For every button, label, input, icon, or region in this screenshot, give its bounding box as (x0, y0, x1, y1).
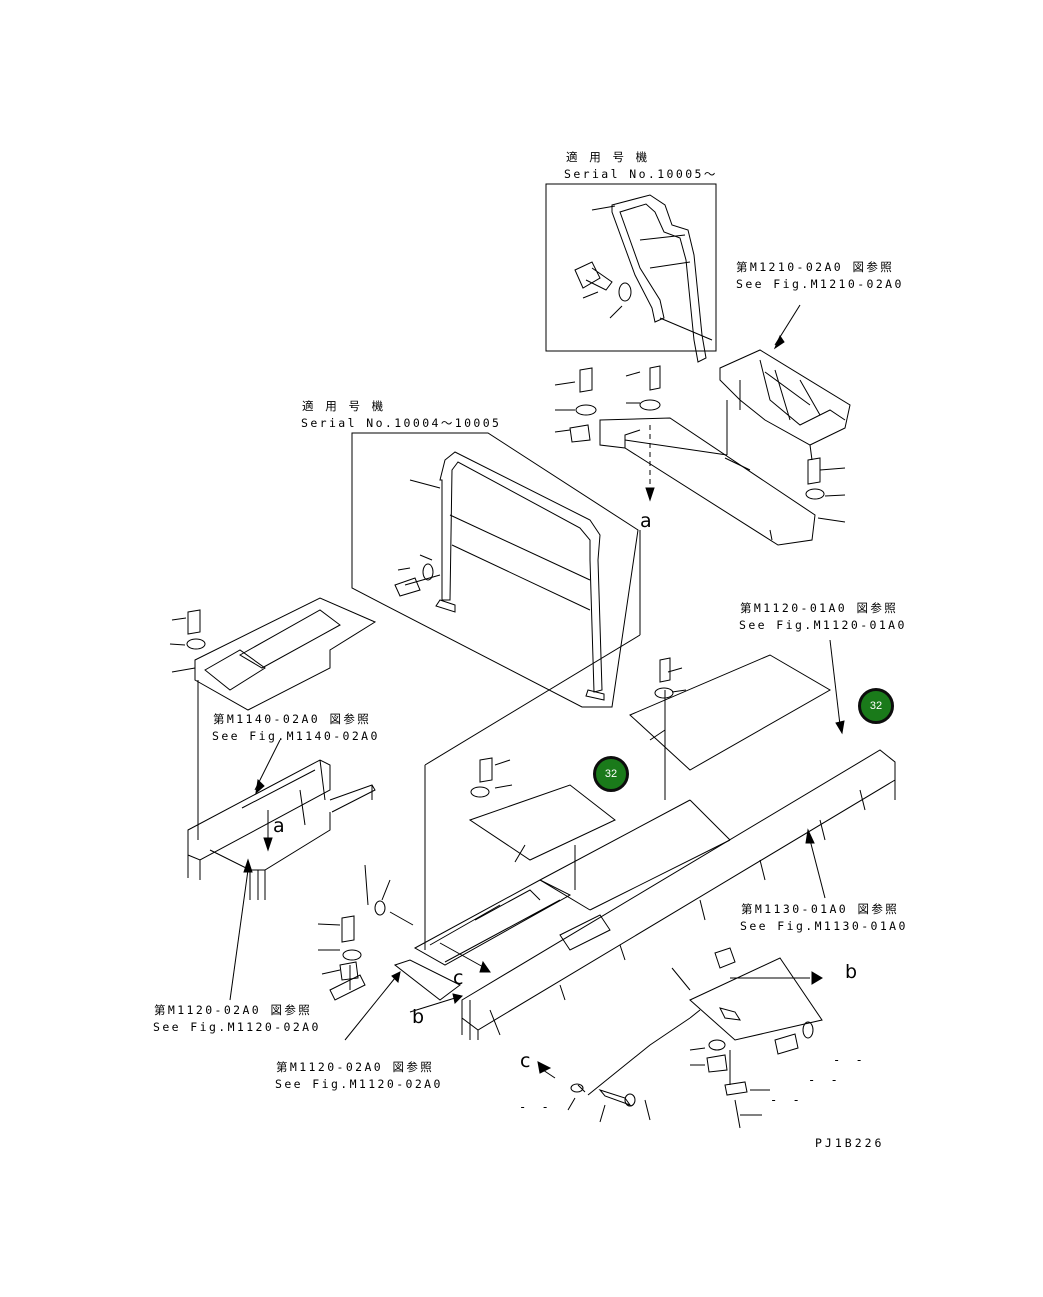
ref-m1140-jp[interactable]: 第M1140-02A0 図参照 (213, 712, 372, 726)
left-cover-plate (169, 597, 377, 711)
inset-handrail-lower (351, 432, 639, 708)
drawing-code: PJ1B226 (815, 1136, 885, 1150)
dash-label-3: - - (770, 1093, 804, 1107)
ref-m1120-02-mid-jp[interactable]: 第M1120-02A0 図参照 (276, 1060, 435, 1074)
ref-m1210-jp[interactable]: 第M1210-02A0 図参照 (736, 260, 895, 274)
ref-m1120-02-mid-en[interactable]: See Fig.M1120-02A0 (275, 1077, 443, 1091)
ref-m1120-02-left-jp[interactable]: 第M1120-02A0 図参照 (154, 1003, 313, 1017)
part-callout-32-lower[interactable]: 32 (593, 756, 629, 792)
ref-m1130-en[interactable]: See Fig.M1130-01A0 (740, 919, 908, 933)
main-frame (317, 530, 896, 1041)
ref-m1130-jp[interactable]: 第M1130-01A0 図参照 (741, 902, 900, 916)
arrow-letter-b-left: b (412, 1006, 425, 1028)
arrow-letter-a-upper: a (640, 510, 652, 532)
arrow-letter-c-mid: c (453, 967, 464, 989)
dash-label-4: - - (519, 1100, 553, 1114)
ref-m1120-01-jp[interactable]: 第M1120-01A0 図参照 (740, 601, 899, 615)
upper-step-plate (554, 365, 846, 546)
serial-range-lower: Serial No.10004～10005 (301, 416, 502, 430)
part-callout-32-upper[interactable]: 32 (858, 688, 894, 724)
lower-step-plate (537, 947, 823, 1129)
arrow-letter-b-right: b (845, 961, 858, 983)
serial-title-upper: 適 用 号 機 (566, 150, 650, 164)
serial-range-upper: Serial No.10005～ (564, 167, 718, 181)
ref-m1120-02-left-en[interactable]: See Fig.M1120-02A0 (153, 1020, 321, 1034)
cab-mount-bracket (719, 304, 851, 461)
ref-m1120-01-en[interactable]: See Fig.M1120-01A0 (739, 618, 907, 632)
dash-label-1: - - (833, 1053, 867, 1067)
serial-title-lower: 適 用 号 機 (302, 399, 386, 413)
dash-label-2: - - (808, 1073, 842, 1087)
arrow-letter-a-left: a (273, 815, 285, 837)
left-frame-structure (187, 680, 376, 1001)
arrow-letter-c-lower: c (520, 1050, 531, 1072)
ref-m1210-en[interactable]: See Fig.M1210-02A0 (736, 277, 904, 291)
ref-m1140-en[interactable]: See Fig.M1140-02A0 (212, 729, 380, 743)
inset-handrail-upper (545, 183, 717, 363)
